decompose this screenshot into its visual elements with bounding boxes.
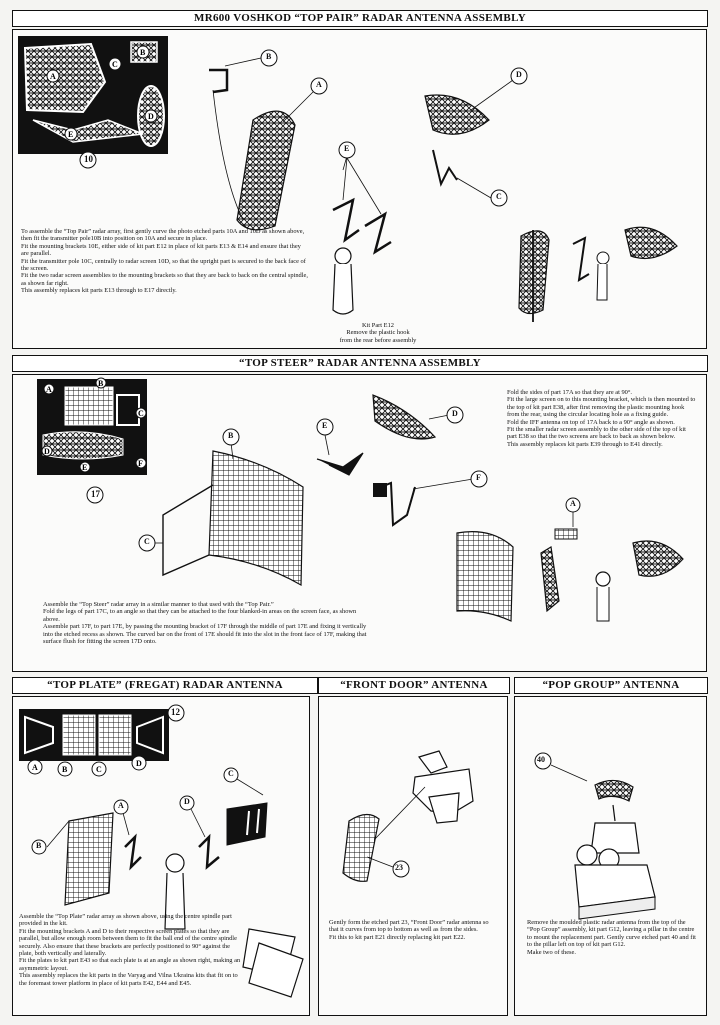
svg-text:B: B [62, 765, 68, 774]
svg-text:E: E [82, 463, 87, 472]
top-plate-title: “TOP PLATE” (FREGAT) RADAR ANTENNA [12, 677, 318, 694]
top-plate-instructions: Assemble the “Top Plate” radar array as … [19, 913, 245, 987]
top-pair-text-5: This assembly replaces kit parts E13 thr… [21, 287, 177, 295]
top-plate-illustration: A B C D [24, 704, 304, 998]
top-pair-instructions: To assemble the “Top Pair” radar array, … [21, 228, 309, 295]
callout-a: A [118, 801, 124, 810]
callout-40: 40 [537, 755, 545, 764]
top-steer-illustration: A B C D E F [41, 377, 684, 622]
svg-text:C: C [96, 765, 102, 774]
kit-caption-3: from the rear before assembly [339, 336, 417, 344]
callout-f: F [476, 473, 481, 482]
top-plate-panel: A B C D 12 B A D C Assemble the “Top Pla… [12, 696, 310, 1016]
top-steer-instructions-right: Fold the sides of part 17A so that they … [507, 389, 697, 448]
top-steer-bottom-3: Assemble part 17F, to part 17E, by passi… [43, 623, 367, 646]
top-steer-right-1: Fold the sides of part 17A so that they … [507, 389, 633, 396]
front-door-instructions: Gently form the etched part 23, “Front D… [329, 919, 499, 941]
svg-text:C: C [138, 409, 144, 418]
callout-b: B [36, 841, 42, 850]
callout-c: C [496, 192, 502, 201]
callout-d: D [452, 409, 458, 418]
top-steer-right-2: Fit the large screen on to this mounting… [507, 396, 696, 419]
top-pair-text-4: Fit the two radar screen assemblies to t… [21, 272, 308, 287]
top-pair-panel: A B C D E 10 [12, 29, 707, 349]
callout-c: C [228, 769, 234, 778]
callout-b: B [266, 52, 272, 61]
front-door-panel: 23 Gently form the etched part 23, “Fron… [318, 696, 508, 1016]
pop-group-text-2: Make two of these. [527, 948, 576, 956]
pop-group-text-1: Remove the moulded plastic radar antenna… [527, 919, 696, 949]
front-door-title: “FRONT DOOR” ANTENNA [318, 677, 510, 694]
svg-text:D: D [148, 112, 154, 121]
top-steer-instructions-bottom: Assemble the “Top Steer” radar array in … [43, 601, 373, 645]
pop-group-instructions: Remove the moulded plastic radar antenna… [527, 919, 699, 956]
kit-part-caption: Kit Part E12 Remove the plastic hook fro… [313, 322, 443, 344]
top-steer-right-5: This assembly replaces kit parts E39 thr… [507, 440, 663, 448]
fret-17-number: 17 [91, 489, 100, 499]
fret-12-number: 12 [171, 707, 180, 717]
pop-group-title: “POP GROUP” ANTENNA [514, 677, 708, 694]
top-steer-right-3: Fold the IFF antenna on top of 17A back … [507, 418, 675, 426]
callout-c: C [144, 537, 150, 546]
svg-text:C: C [112, 60, 118, 69]
svg-text:E: E [68, 130, 73, 139]
callout-b: B [228, 431, 234, 440]
fret-10-number: 10 [84, 154, 93, 164]
top-plate-text-1: Assemble the “Top Plate” radar array as … [19, 913, 232, 928]
callout-a: A [570, 499, 576, 508]
top-pair-text-1: To assemble the “Top Pair” radar array, … [21, 228, 305, 243]
pop-group-panel: 40 Remove the moulded plastic radar ante… [514, 696, 707, 1016]
front-door-illustration [342, 750, 474, 882]
kit-caption-2: Remove the plastic hook [346, 329, 410, 337]
svg-text:D: D [136, 759, 142, 768]
svg-text:A: A [46, 385, 52, 394]
top-pair-illustration: A B C D E [23, 41, 678, 322]
front-door-text-1: Gently form the etched part 23, “Front D… [329, 919, 489, 934]
callout-23: 23 [395, 863, 403, 872]
top-plate-text-2: Fit the mounting brackets A and D to the… [19, 927, 237, 958]
top-steer-right-4: Fit the smaller radar screen assembly to… [507, 426, 686, 441]
svg-text:D: D [44, 447, 50, 456]
top-plate-text-3: Fit the plates to kit part E43 so that e… [19, 957, 241, 972]
svg-text:F: F [138, 459, 143, 468]
callout-d: D [516, 70, 522, 79]
top-pair-title: MR600 VOSHKOD “TOP PAIR” RADAR ANTENNA A… [12, 10, 708, 27]
top-plate-text-4: This assembly replaces the kit parts in … [19, 972, 238, 987]
callout-e: E [344, 144, 350, 153]
top-steer-title: “TOP STEER” RADAR ANTENNA ASSEMBLY [12, 355, 708, 372]
svg-text:B: B [98, 379, 104, 388]
top-steer-bottom-1: Assemble the “Top Steer” radar array in … [43, 601, 274, 608]
svg-text:A: A [50, 72, 56, 81]
top-pair-text-2: Fit the mounting brackets 10E, either si… [21, 242, 301, 258]
callout-e: E [322, 421, 328, 430]
top-steer-panel: A B C D E F 17 B C E D [12, 374, 707, 672]
pop-group-illustration [534, 752, 656, 920]
top-pair-text-3: Fit the transmitter pole 10C, centrally … [21, 257, 306, 273]
callout-d: D [184, 797, 190, 806]
kit-caption-1: Kit Part E12 [362, 322, 394, 329]
callout-a: A [316, 80, 322, 89]
svg-text:B: B [140, 48, 146, 57]
top-steer-bottom-2: Fold the legs of part 17C, to an angle s… [43, 608, 357, 623]
svg-text:A: A [32, 763, 38, 772]
front-door-text-2: Fit this to kit part E21 directly replac… [329, 933, 466, 941]
